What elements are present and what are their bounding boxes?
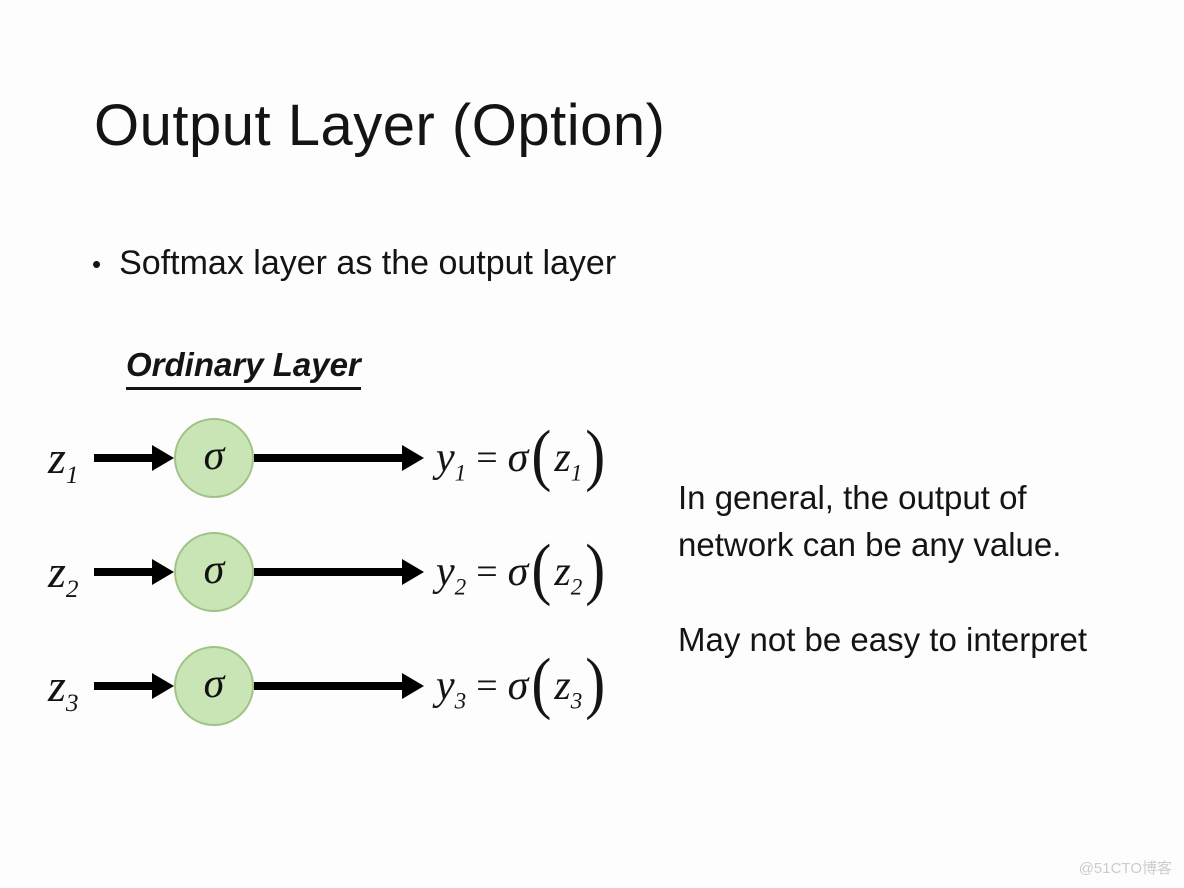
input-label-z1: z1 — [48, 432, 79, 490]
note-interpret: May not be easy to interpret — [678, 621, 1088, 659]
output-equation-1: y1 = σ ( z1 ) — [436, 416, 606, 493]
sigma-symbol: σ — [203, 433, 225, 479]
watermark: @51CTO博客 — [1078, 860, 1172, 877]
input-arrow-icon — [94, 445, 174, 471]
output-equation-3: y3 = σ ( z3 ) — [436, 644, 606, 721]
slide-title: Output Layer (Option) — [94, 93, 666, 158]
output-arrow-icon — [254, 559, 424, 585]
input-label-z3: z3 — [48, 660, 79, 718]
bullet-line: • Softmax layer as the output layer — [92, 244, 616, 283]
input-arrow-icon — [94, 673, 174, 699]
sigma-symbol: σ — [203, 661, 225, 707]
sigma-node-3: σ — [174, 646, 254, 726]
output-arrow-icon — [254, 445, 424, 471]
input-label-z2: z2 — [48, 546, 79, 604]
diagram-heading: Ordinary Layer — [126, 346, 361, 390]
neuron-row-3: z3 σ y3 = σ ( z3 ) — [48, 634, 608, 738]
neuron-row-2: z2 σ y2 = σ ( z2 ) — [48, 520, 608, 624]
output-arrow-icon — [254, 673, 424, 699]
side-notes: In general, the output of network can be… — [678, 474, 1148, 664]
sigma-node-2: σ — [174, 532, 254, 612]
sigma-symbol: σ — [203, 547, 225, 593]
neuron-row-1: z1 σ y1 = σ ( z1 ) — [48, 406, 608, 510]
ordinary-layer-diagram: z1 σ y1 = σ ( z1 ) z2 σ y2 = σ ( z — [48, 406, 608, 748]
output-equation-2: y2 = σ ( z2 ) — [436, 530, 606, 607]
bullet-icon: • — [92, 248, 102, 279]
input-arrow-icon — [94, 559, 174, 585]
bullet-text: Softmax layer as the output layer — [119, 244, 617, 282]
note-general-output: In general, the output of network can be… — [678, 479, 1062, 564]
sigma-node-1: σ — [174, 418, 254, 498]
